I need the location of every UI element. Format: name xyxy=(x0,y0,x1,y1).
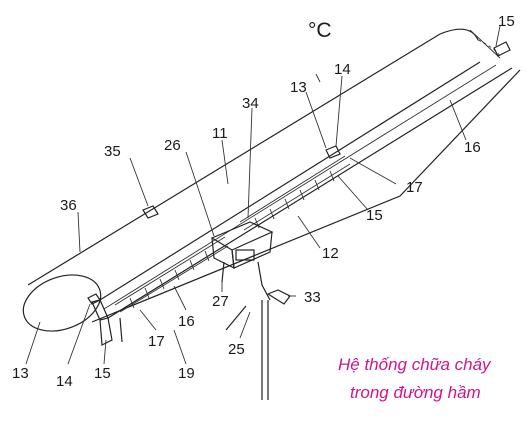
label-15-bottom: 15 xyxy=(94,365,111,382)
label-19: 19 xyxy=(178,365,195,382)
rail-support-front xyxy=(99,317,113,346)
label-17-right: 17 xyxy=(406,179,423,196)
label-15-mid: 15 xyxy=(366,207,383,224)
label-13-top: 13 xyxy=(290,79,307,96)
top-sensor xyxy=(325,145,341,159)
hose-pipe xyxy=(261,300,269,400)
sensor-box xyxy=(142,205,159,219)
part-number-labels: 15 16 13 14 34 11 35 26 17 36 15 12 33 2… xyxy=(12,13,515,390)
label-14-top: 14 xyxy=(334,61,351,78)
tunnel-top-edge xyxy=(27,28,479,286)
hose-upper xyxy=(257,261,271,301)
tunnel-tube xyxy=(22,28,521,332)
hose-branch xyxy=(225,305,247,331)
label-33: 33 xyxy=(304,289,321,306)
label-16-right: 16 xyxy=(464,139,481,156)
label-16-bottom: 16 xyxy=(178,313,195,330)
label-25: 25 xyxy=(228,341,245,358)
label-15-top: 15 xyxy=(498,13,515,30)
label-13-bottom: 13 xyxy=(12,365,29,382)
hose-coupling xyxy=(266,289,291,305)
rail-hatch-mid xyxy=(239,155,351,231)
tunnel-bottom-edge xyxy=(91,69,521,323)
label-36: 36 xyxy=(60,197,77,214)
front-sensor xyxy=(87,293,101,305)
track-rail xyxy=(91,61,513,346)
rail-support-line xyxy=(119,317,123,343)
tunnel-far-rim xyxy=(469,29,501,59)
caption-line-1: Hệ thống chữa cháy xyxy=(338,355,492,374)
label-11: 11 xyxy=(212,125,228,142)
label-17-bottom: 17 xyxy=(148,333,165,350)
carriage-unit xyxy=(210,221,291,400)
tunnel-front-opening xyxy=(22,274,102,332)
caption-line-2: trong đường hầm xyxy=(350,383,481,402)
carriage-leg xyxy=(221,261,225,283)
label-35: 35 xyxy=(104,143,121,160)
rail-middle xyxy=(103,64,497,310)
label-34: 34 xyxy=(242,95,259,112)
carriage-panel xyxy=(235,249,255,261)
caption: Hệ thống chữa cháy trong đường hầm xyxy=(338,355,492,402)
end-fitting xyxy=(493,41,511,57)
rail-hatch-front xyxy=(114,236,229,313)
label-27: 27 xyxy=(212,293,229,310)
temp-probe xyxy=(315,73,321,83)
label-14-bottom: 14 xyxy=(56,373,73,390)
label-26: 26 xyxy=(164,137,181,154)
leader-lines xyxy=(25,25,501,365)
temperature-unit-label: °C xyxy=(308,19,332,42)
tunnel-far-end xyxy=(477,39,501,57)
label-12: 12 xyxy=(322,245,339,262)
rail-upper xyxy=(99,61,481,301)
rail-lower xyxy=(107,67,513,319)
